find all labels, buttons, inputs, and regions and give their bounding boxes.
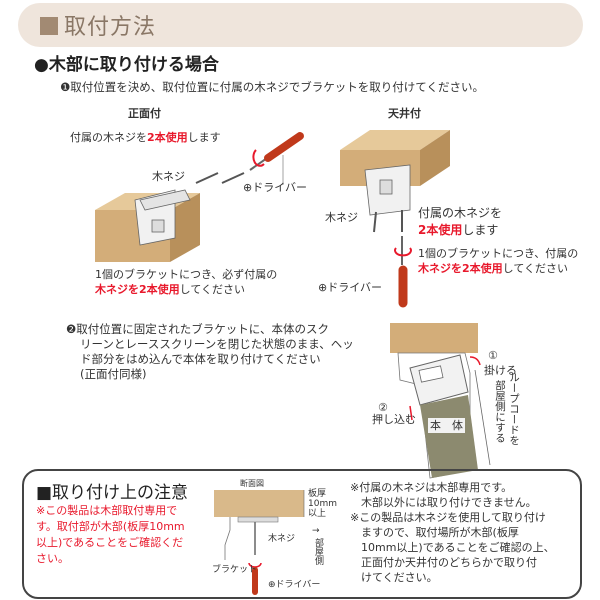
cross-section-illustration: [214, 490, 305, 595]
front-screw-label: 木ネジ: [152, 170, 185, 183]
ceiling-caption: 1個のブラケットにつき、付属の 木ネジを2本使用してください: [418, 247, 579, 275]
thickness-label: 板厚 10mm 以上: [308, 489, 337, 519]
front-wood-block-illustration: [95, 189, 200, 262]
caution-title: ■取り付け上の注意: [36, 483, 189, 503]
head-attach-illustration: [390, 323, 491, 479]
cs-screw-label: 木ネジ: [268, 534, 296, 544]
ceiling-screws-illustration: [373, 210, 403, 233]
cord-col2: 部屋側にする: [494, 380, 506, 443]
push-label: 押し込む: [372, 413, 416, 426]
hook-num: ①: [488, 349, 498, 362]
square-bullet-icon: [40, 17, 58, 35]
hook-label: 掛ける: [484, 364, 517, 377]
room-arrow-icon: →: [312, 526, 320, 536]
body-label: 本 体: [428, 418, 465, 433]
caution-red-text: ※この製品は木部取付専用で す。取付部が木部(板厚10mm 以上)であることをご…: [36, 504, 185, 565]
cross-section-title: 断面図: [240, 479, 264, 488]
front-driver-illustration: [249, 132, 304, 185]
cs-bracket-label: ブラケット: [212, 565, 258, 575]
wood-mount-heading: ●木部に取り付ける場合: [34, 55, 219, 75]
cs-driver-label: ⊕ドライバー: [268, 580, 321, 590]
ceiling-screw-label: 木ネジ: [325, 211, 358, 224]
header-title-text: 取付方法: [64, 15, 157, 40]
ceiling-wood-block-illustration: [340, 130, 450, 216]
front-driver-label: ⊕ドライバー: [243, 181, 307, 194]
ceiling-note: 付属の木ネジを 2本使用します: [418, 206, 503, 237]
ceiling-driver-illustration: [394, 236, 412, 308]
cord-col1: ループコードを: [508, 372, 520, 446]
ceiling-driver-label: ⊕ドライバー: [318, 281, 382, 294]
front-note: 付属の木ネジを2本使用します: [70, 131, 221, 144]
push-num: ②: [378, 401, 388, 414]
section-header-title: 取付方法: [40, 9, 156, 41]
caution-box: [22, 469, 582, 599]
caution-notes: ※付属の木ネジは木部専用です。 木部以外には取り付けできません。 ※この製品は木…: [350, 481, 555, 584]
front-caption: 1個のブラケットにつき、必ず付属の 木ネジを2本使用してください: [95, 268, 278, 296]
room-side-label: 部屋側: [313, 538, 323, 565]
section-header-band: [18, 3, 583, 47]
front-mount-label: 正面付: [128, 107, 161, 120]
step2-text: ❷取付位置に固定されたブラケットに、本体のスク リーンとレーススクリーンを閉じた…: [66, 322, 354, 381]
front-screws-illustration: [195, 172, 245, 184]
ceiling-mount-label: 天井付: [388, 107, 421, 120]
step1-text: ❶取付位置を決め、取付位置に付属の木ネジでブラケットを取り付けてください。: [60, 80, 484, 94]
